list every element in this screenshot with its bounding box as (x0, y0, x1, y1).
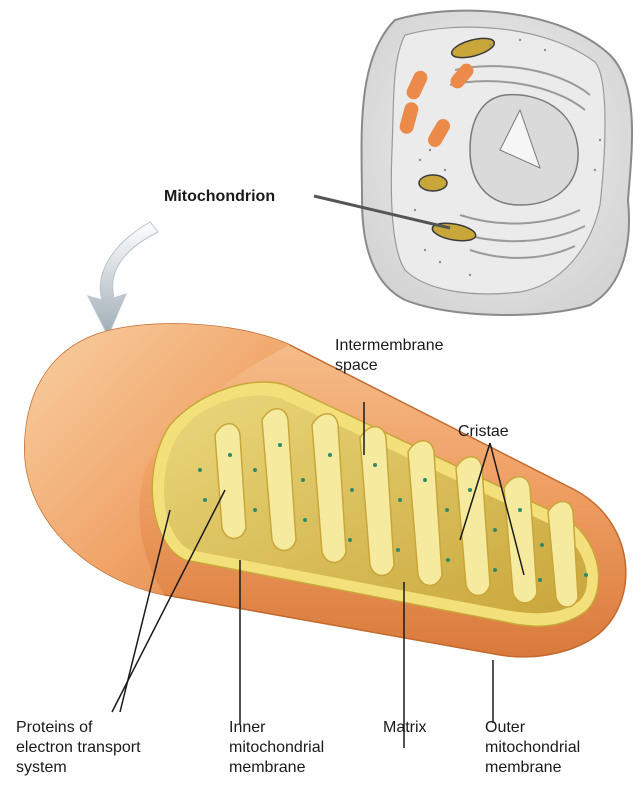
outer-membrane-label-line-2: mitochondrial (485, 738, 580, 758)
intermembrane-space-label: Intermembrane space (335, 336, 444, 376)
proteins-label-line-1: Proteins of (16, 718, 141, 738)
outer-membrane-label: Outer mitochondrial membrane (485, 718, 580, 778)
curved-down-arrow-icon (88, 222, 158, 336)
intermembrane-space-label-line-1: Intermembrane (335, 336, 444, 356)
matrix-label: Matrix (383, 718, 427, 738)
intermembrane-space-label-line-2: space (335, 356, 444, 376)
proteins-label: Proteins of electron transport system (16, 718, 141, 778)
outer-membrane-label-line-3: membrane (485, 758, 580, 778)
cell-illustration (362, 11, 633, 315)
cristae-label: Cristae (458, 422, 509, 442)
inner-membrane-label: Inner mitochondrial membrane (229, 718, 324, 778)
mitochondrion-cutaway (25, 324, 626, 657)
proteins-label-line-2: electron transport (16, 738, 141, 758)
proteins-label-line-3: system (16, 758, 141, 778)
outer-membrane-label-line-1: Outer (485, 718, 580, 738)
mitochondrion-label: Mitochondrion (164, 187, 275, 207)
inner-membrane-label-line-3: membrane (229, 758, 324, 778)
inner-membrane-label-line-1: Inner (229, 718, 324, 738)
inner-membrane-label-line-2: mitochondrial (229, 738, 324, 758)
